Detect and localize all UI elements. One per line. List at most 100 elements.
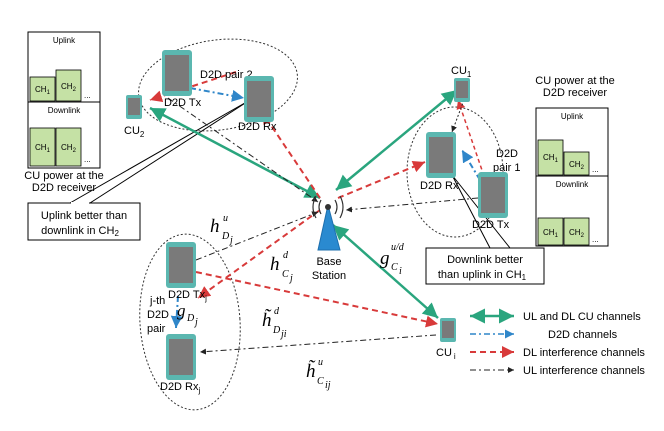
svg-text:u: u bbox=[223, 213, 228, 224]
svg-text:CH2: CH2 bbox=[61, 82, 77, 93]
svg-text:h̃: h̃ bbox=[262, 309, 272, 331]
cui-phone-icon bbox=[440, 318, 456, 342]
base-station-icon bbox=[312, 195, 344, 251]
d2d-tx-top-phone-icon bbox=[162, 50, 192, 96]
pair2-d2d-link bbox=[189, 87, 245, 102]
pair1-d2d-link bbox=[461, 149, 481, 181]
d2d-rx-right-label: D2D Rx bbox=[420, 180, 459, 192]
right-power-panel: CU power at the D2D receiver Uplink CH1 … bbox=[535, 75, 615, 247]
svg-text:ij: ij bbox=[325, 380, 331, 391]
ul-int-cu1-rx1 bbox=[451, 99, 465, 133]
cu2-label: CU2 bbox=[124, 125, 145, 139]
legend-label-ul-dl: UL and DL CU channels bbox=[523, 311, 641, 323]
svg-text:C: C bbox=[282, 269, 289, 280]
legend-label-dl-int: DL interference channels bbox=[523, 347, 645, 359]
left-callout: Uplink better than downlink in CH2 bbox=[27, 99, 251, 241]
svg-text:CH1: CH1 bbox=[35, 143, 51, 154]
svg-text:h: h bbox=[270, 254, 280, 275]
svg-text:ji: ji bbox=[279, 329, 287, 340]
symbol-htilde-u-Cij: h̃ u C ij bbox=[306, 357, 331, 391]
svg-text:CH2: CH2 bbox=[569, 160, 585, 171]
ul-int-tx1-bs bbox=[345, 197, 479, 213]
ul-int-cui-rxj bbox=[199, 334, 437, 355]
svg-text:CU power at the: CU power at the bbox=[535, 75, 614, 87]
svg-text:...: ... bbox=[84, 155, 91, 164]
left-caption-1: CU power at the bbox=[24, 170, 103, 182]
svg-text:CH1: CH1 bbox=[543, 228, 559, 239]
svg-text:downlink in CH2: downlink in CH2 bbox=[41, 225, 119, 238]
symbol-g-ud-Ci: g u/d C i bbox=[380, 242, 405, 277]
svg-text:D: D bbox=[221, 231, 230, 242]
svg-text:g: g bbox=[380, 248, 390, 269]
ul-int-tx2-bs bbox=[167, 97, 319, 203]
d2d-pair2-label: D2D pair 2 bbox=[200, 69, 253, 81]
symbol-g-Dj: g D j bbox=[177, 301, 198, 328]
dl-int-txj-cui bbox=[195, 271, 439, 328]
bs-label-1: Base bbox=[316, 256, 341, 268]
svg-text:C: C bbox=[391, 262, 398, 273]
left-power-panel: Uplink CH1 CH2 ... Downlink CH1 CH2 ... … bbox=[24, 31, 104, 194]
d2d-pair1-label-2: pair 1 bbox=[493, 162, 521, 174]
svg-text:...: ... bbox=[84, 91, 91, 100]
jth-label-2: D2D bbox=[147, 309, 169, 321]
dl-int-bs-rx1 bbox=[337, 161, 426, 199]
dl-int-tx1-cu1 bbox=[456, 99, 485, 177]
d2d-rx-top-label: D2D Rx bbox=[238, 121, 277, 133]
svg-text:j: j bbox=[228, 235, 233, 246]
legend: UL and DL CU channels D2D channels DL in… bbox=[470, 308, 645, 377]
cu1-phone-icon bbox=[454, 78, 470, 102]
cu1-bs-channel bbox=[335, 89, 458, 191]
d2d-rx-right-phone-icon bbox=[426, 132, 456, 178]
svg-text:than uplink in CH1: than uplink in CH1 bbox=[438, 269, 527, 282]
d2d-tx-right-label: D2D Tx bbox=[472, 219, 510, 231]
cu2-bs-channel bbox=[149, 106, 321, 200]
ul-int-txj-bs bbox=[195, 211, 319, 261]
svg-text:j: j bbox=[288, 273, 293, 284]
cu2-phone-icon bbox=[126, 95, 142, 119]
svg-text:j: j bbox=[193, 317, 198, 328]
svg-text:g: g bbox=[177, 301, 186, 320]
svg-text:Uplink: Uplink bbox=[561, 112, 584, 121]
d2d-tx-right-phone-icon bbox=[478, 172, 508, 218]
svg-text:Uplink better than: Uplink better than bbox=[41, 210, 127, 222]
svg-text:u: u bbox=[318, 357, 323, 368]
jth-label-1: j-th bbox=[149, 295, 165, 307]
pairj-ellipse bbox=[139, 233, 241, 411]
cui-bs-channel bbox=[332, 224, 439, 319]
svg-text:CH2: CH2 bbox=[569, 228, 585, 239]
legend-label-d2d: D2D channels bbox=[548, 329, 618, 341]
svg-text:h̃: h̃ bbox=[306, 360, 316, 382]
left-downlink-title: Downlink bbox=[48, 106, 81, 115]
d2d-pair1-label-1: D2D bbox=[496, 148, 518, 160]
svg-text:Downlink: Downlink bbox=[556, 180, 589, 189]
legend-label-ul-int: UL interference channels bbox=[523, 365, 645, 377]
svg-text:...: ... bbox=[592, 235, 599, 244]
d2d-txj-phone-icon bbox=[166, 242, 196, 288]
right-callout: Downlink better than uplink in CH1 bbox=[425, 174, 545, 285]
svg-text:...: ... bbox=[592, 165, 599, 174]
svg-text:D: D bbox=[272, 325, 281, 336]
pair2-ellipse bbox=[138, 38, 298, 132]
svg-text:i: i bbox=[399, 266, 402, 277]
dl-int-bs-rx2 bbox=[261, 111, 321, 199]
svg-text:C: C bbox=[317, 376, 324, 387]
svg-text:d: d bbox=[283, 250, 289, 261]
d2d-tx-top-label: D2D Tx bbox=[164, 97, 202, 109]
dl-int-bs-rxj bbox=[197, 209, 321, 299]
d2d-txj-label: D2D Txj bbox=[168, 289, 207, 303]
svg-text:D2D receiver: D2D receiver bbox=[543, 87, 608, 99]
symbol-htilde-d-Dji: h̃ d D ji bbox=[262, 306, 287, 340]
d2d-rxj-phone-icon bbox=[166, 334, 196, 380]
d2d-rx-top-phone-icon bbox=[244, 76, 274, 122]
jth-label-3: pair bbox=[147, 323, 166, 335]
svg-text:CH2: CH2 bbox=[61, 143, 77, 154]
svg-text:u/d: u/d bbox=[391, 242, 405, 253]
svg-text:h: h bbox=[210, 216, 220, 237]
svg-text:CH1: CH1 bbox=[35, 85, 51, 96]
bs-label-2: Station bbox=[312, 270, 346, 282]
svg-text:d: d bbox=[274, 306, 280, 317]
svg-text:D: D bbox=[186, 313, 195, 324]
d2d-rxj-label: D2D Rxj bbox=[160, 381, 201, 395]
